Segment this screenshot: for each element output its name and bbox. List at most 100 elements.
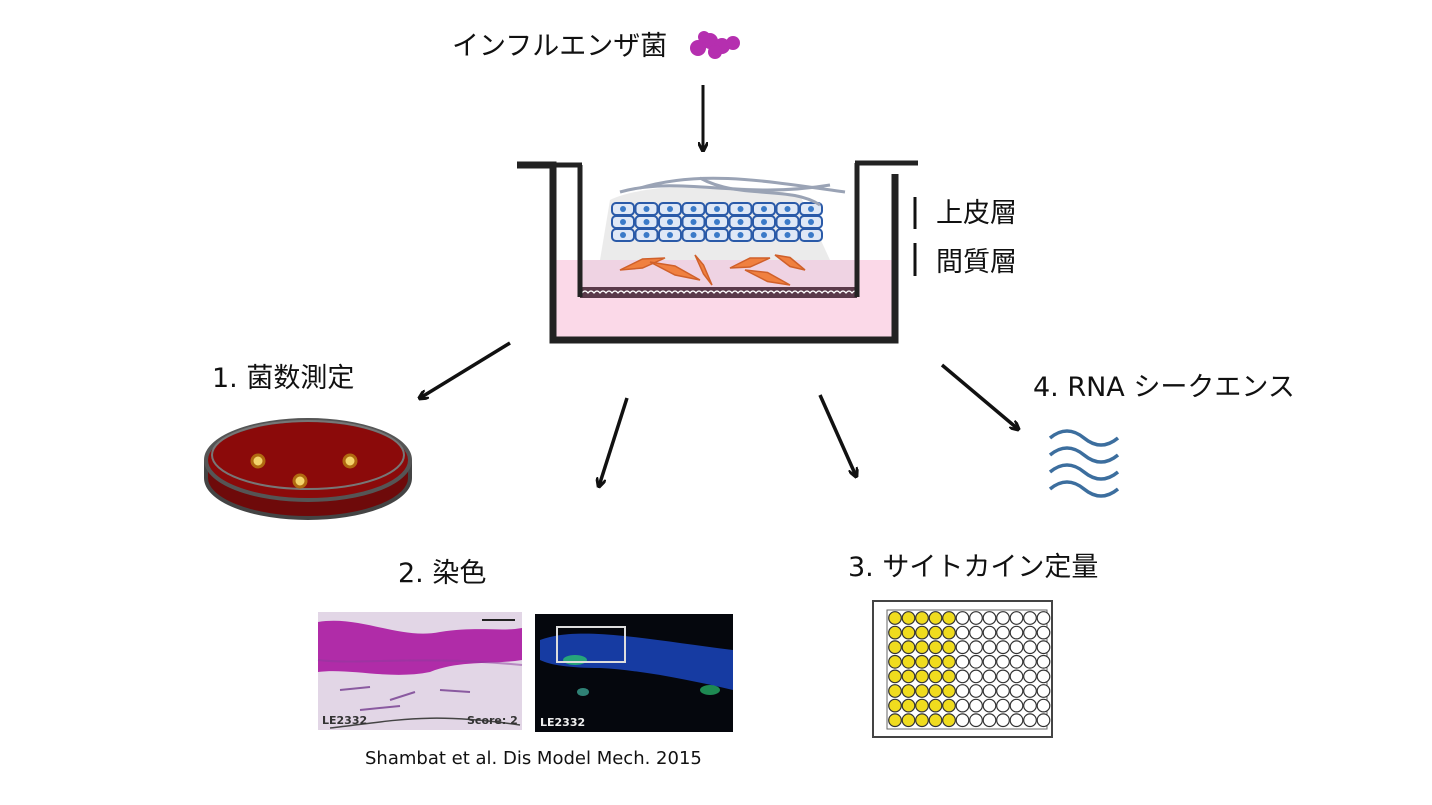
- bacteria-icon: [690, 31, 740, 59]
- plate-well: [901, 611, 916, 625]
- plate-well: [888, 640, 902, 655]
- plate-well: [1009, 654, 1024, 669]
- plate-well: [942, 611, 956, 625]
- plate-well: [1023, 640, 1037, 655]
- plate-well: [955, 625, 970, 640]
- plate-well: [888, 713, 902, 728]
- he-sample-label: LE2332: [322, 714, 367, 727]
- plate-well: [1023, 698, 1037, 713]
- plate-well: [996, 713, 1010, 728]
- stromal-layer-label: 間質層: [936, 247, 1017, 278]
- plate-well: [901, 713, 916, 728]
- plate-well: [1036, 640, 1051, 655]
- step3-label: 3. サイトカイン定量: [848, 552, 1098, 583]
- rna-wave: [1048, 429, 1120, 447]
- fibroblast: [729, 257, 771, 269]
- plate-well: [982, 611, 997, 625]
- plate-well: [982, 669, 997, 684]
- plate-well: [982, 625, 997, 640]
- he-score-label: Score: 2: [467, 714, 518, 727]
- plate-well: [1036, 625, 1051, 640]
- plate-well: [888, 684, 902, 698]
- plate-well: [915, 713, 929, 728]
- rna-wave-icon: [1048, 429, 1120, 498]
- plate-well: [1036, 684, 1051, 698]
- plate-well: [1009, 713, 1024, 728]
- arrow-step4: [940, 363, 1018, 429]
- plate-well: [982, 640, 997, 655]
- culture-well: [517, 160, 918, 344]
- arrow-step2: [599, 397, 629, 486]
- fibroblast: [774, 254, 806, 271]
- plate-well: [969, 698, 983, 713]
- plate-well: [1023, 611, 1037, 625]
- plate-well: [1009, 669, 1024, 684]
- plate-well: [955, 713, 970, 728]
- plate-well: [915, 654, 929, 669]
- plate-well: [915, 684, 929, 698]
- plate-well: [1036, 654, 1051, 669]
- plate-well: [969, 640, 983, 655]
- plate-well: [901, 625, 916, 640]
- arrow-step3: [818, 394, 856, 476]
- if-sample-label: LE2332: [540, 716, 585, 729]
- plate-well: [1009, 640, 1024, 655]
- plate-well: [1009, 625, 1024, 640]
- fibroblast: [744, 269, 791, 286]
- plate-well: [915, 611, 929, 625]
- plate-well: [1009, 684, 1024, 698]
- plate-well: [1023, 684, 1037, 698]
- plate-well: [996, 625, 1010, 640]
- plate-well: [982, 713, 997, 728]
- plate-well: [915, 698, 929, 713]
- plate-well: [928, 611, 943, 625]
- rna-wave: [1048, 480, 1120, 498]
- plate-well: [1023, 625, 1037, 640]
- plate-well: [969, 625, 983, 640]
- plate-well: [1023, 654, 1037, 669]
- plate-well: [928, 625, 943, 640]
- plate-well: [1036, 698, 1051, 713]
- plate-well: [942, 669, 956, 684]
- fibroblast: [694, 254, 713, 286]
- plate-well: [915, 669, 929, 684]
- plate-well: [915, 625, 929, 640]
- epithelial-cells: [611, 202, 823, 242]
- arrow-step1: [420, 341, 511, 398]
- plate-well: [942, 640, 956, 655]
- plate-well: [1009, 611, 1024, 625]
- plate-well: [969, 611, 983, 625]
- plate-well: [982, 698, 997, 713]
- plate-well: [901, 640, 916, 655]
- rna-wave: [1048, 463, 1120, 481]
- plate-well: [969, 669, 983, 684]
- plate-well: [1023, 669, 1037, 684]
- plate-well: [928, 713, 943, 728]
- plate-well: [996, 654, 1010, 669]
- plate-well: [996, 669, 1010, 684]
- well-plate-icon: [872, 600, 1053, 738]
- plate-well: [955, 698, 970, 713]
- fluorescence-image: LE2332: [535, 614, 733, 732]
- plate-well: [915, 640, 929, 655]
- plate-well: [888, 625, 902, 640]
- plate-well: [955, 640, 970, 655]
- fibroblast: [649, 261, 701, 281]
- plate-well: [969, 713, 983, 728]
- plate-well: [1009, 698, 1024, 713]
- plate-well: [901, 654, 916, 669]
- plate-well: [982, 684, 997, 698]
- plate-well: [928, 698, 943, 713]
- plate-well: [996, 684, 1010, 698]
- plate-well: [955, 684, 970, 698]
- plate-well: [942, 625, 956, 640]
- plate-well: [888, 669, 902, 684]
- epithelial-layer-label: 上皮層: [936, 198, 1017, 229]
- step2-label: 2. 染色: [398, 558, 486, 589]
- plate-well: [969, 684, 983, 698]
- step1-label: 1. 菌数測定: [212, 363, 354, 394]
- plate-well: [942, 698, 956, 713]
- petri-dish-icon: [204, 418, 412, 520]
- plate-well: [942, 654, 956, 669]
